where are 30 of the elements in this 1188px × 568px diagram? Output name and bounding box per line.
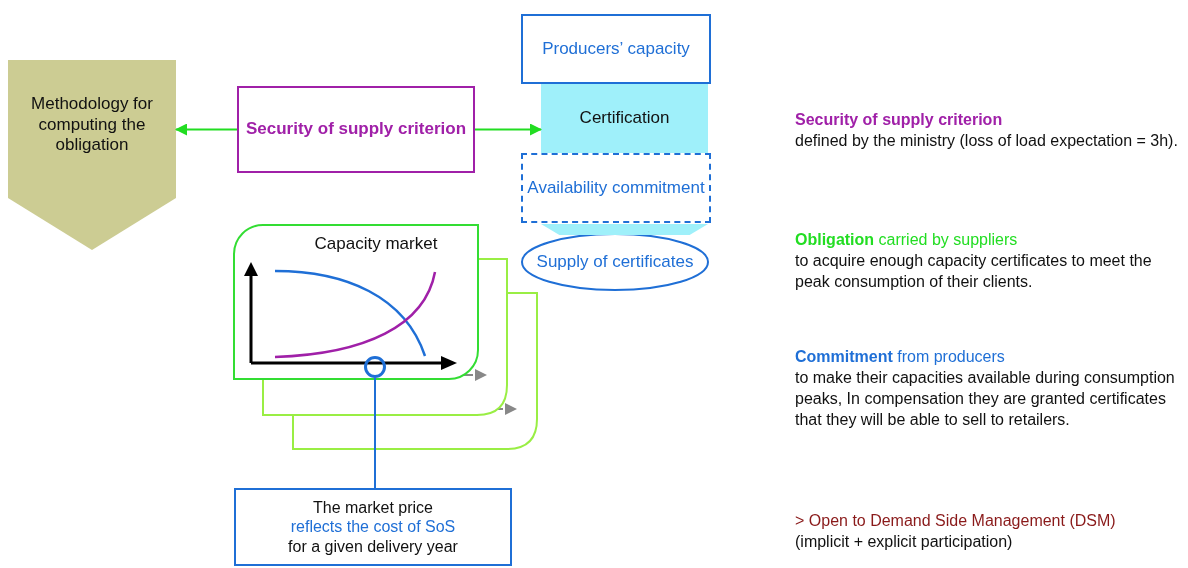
criterion-box	[237, 86, 475, 173]
node-text: Producers’ capacity	[542, 38, 690, 60]
note-text: to acquire enough capacity certificates to meet the peak consumption of their clients.	[795, 251, 1153, 292]
process-box	[521, 14, 711, 84]
certification-band	[541, 84, 708, 153]
node-text: Availability commitment	[527, 177, 705, 199]
node-text: for a given delivery year	[288, 536, 458, 556]
node-text: Certification	[579, 108, 670, 129]
capacity-market-card	[233, 224, 479, 380]
node-text: reflects the cost of SoS	[290, 517, 456, 537]
note-heading: > Open to Demand Side Management (DSM)	[795, 511, 1117, 531]
node-text: Methodology for computing the obligation	[30, 94, 154, 156]
supply-ellipse	[521, 233, 709, 291]
note-text: to make their capacities available during consumption peaks, In compensation they are granted certificates that they will be able to sell to retailers.	[795, 368, 1176, 430]
callout-box	[234, 488, 512, 566]
node-text: The market price	[312, 498, 433, 518]
note-text: (implicit + explicit participation)	[795, 532, 1014, 552]
arrow	[175, 123, 238, 136]
note-heading: Security of supply criterion	[795, 110, 1004, 130]
dashed-process-box	[521, 153, 711, 223]
note-text: defined by the ministry (loss of load expectation = 3h).	[795, 131, 1179, 151]
node-text: Supply of certificates	[536, 251, 694, 273]
pentagon-arrow-shape	[8, 60, 176, 250]
highlight-circle	[364, 356, 386, 378]
arrow	[474, 123, 542, 136]
card-title: Capacity market	[314, 234, 438, 255]
note-heading: Commitment from producers	[795, 347, 1006, 367]
note-heading: Obligation carried by suppliers	[795, 230, 1019, 250]
leader-line	[374, 377, 376, 489]
node-text: Security of supply criterion	[245, 119, 467, 140]
